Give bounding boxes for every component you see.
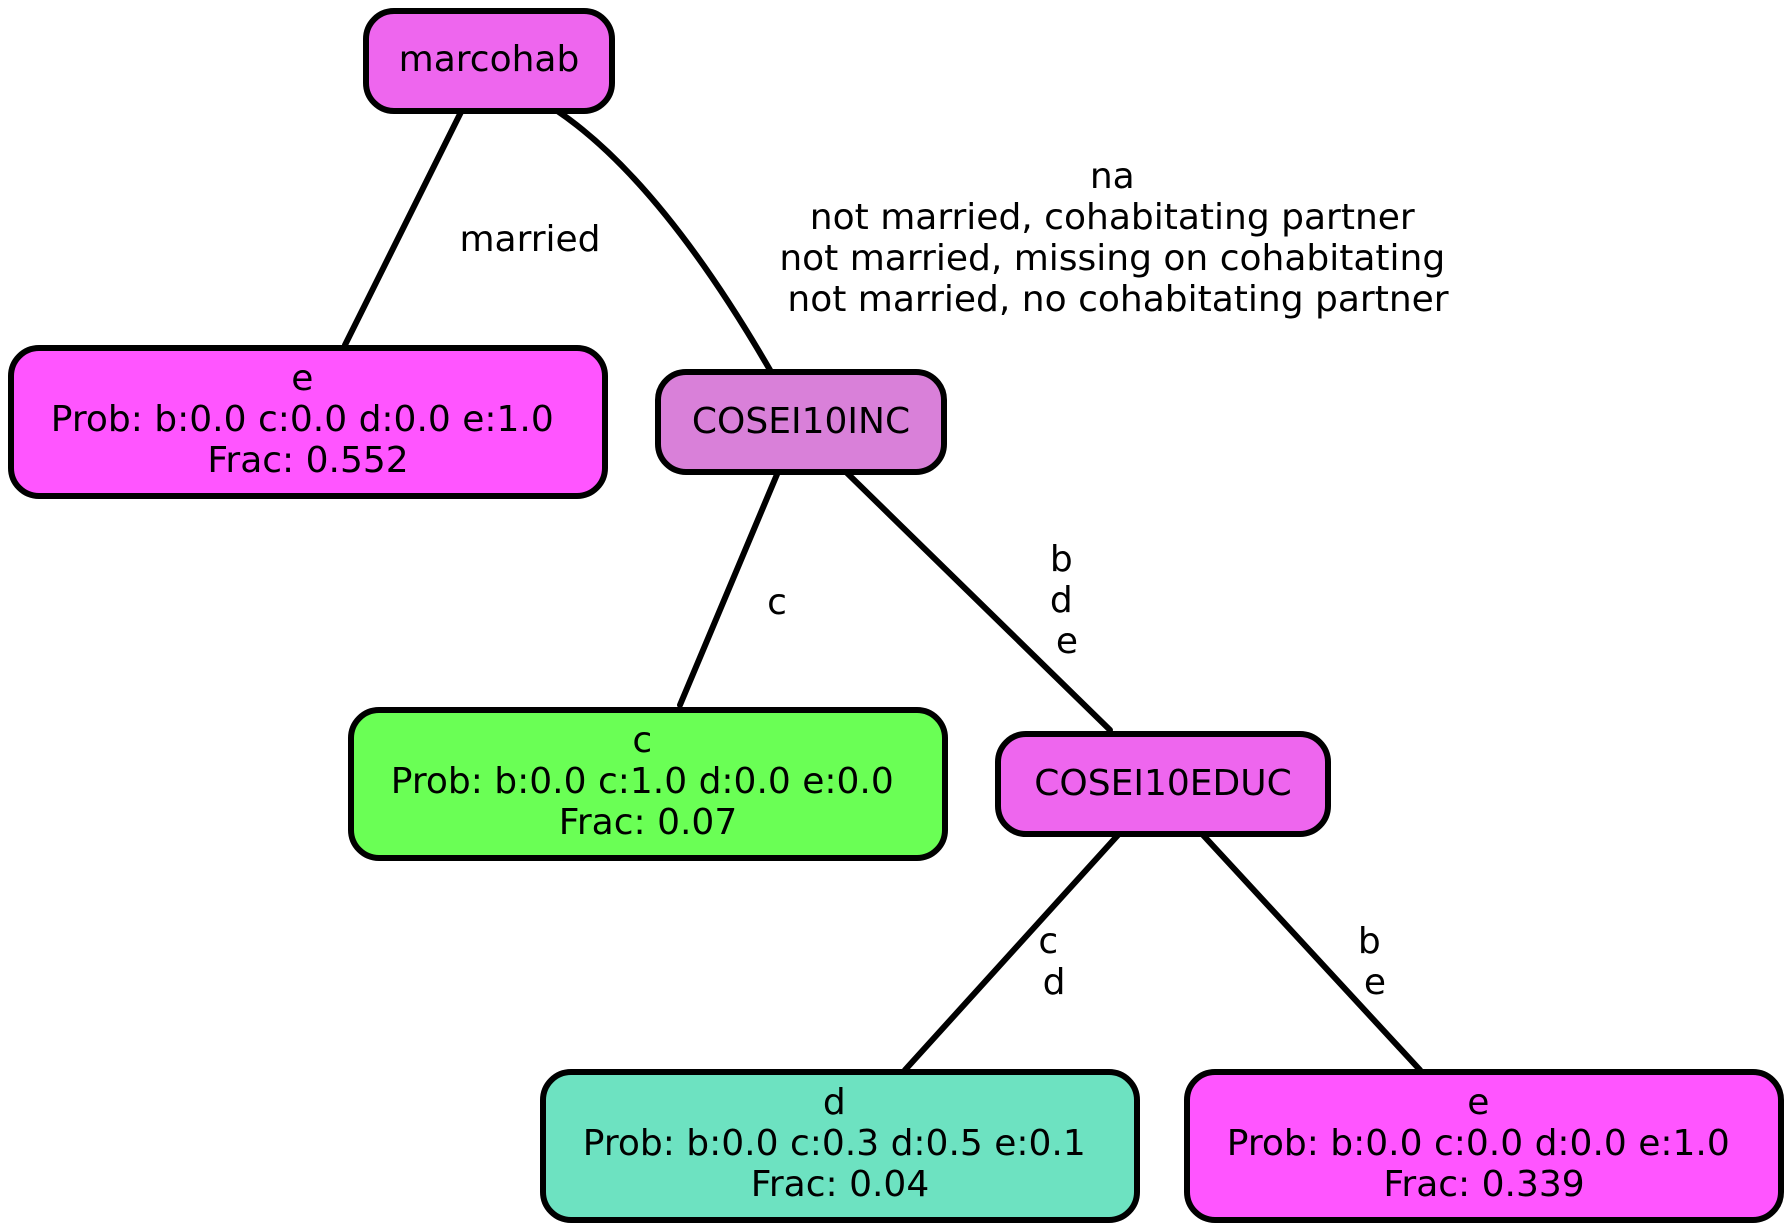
edge-label-line: c: [767, 582, 787, 623]
node-frac-line: Frac: 0.07: [559, 802, 737, 843]
node-box: [995, 731, 1331, 837]
edge-label-married: married: [459, 219, 600, 260]
node-box: [8, 345, 608, 499]
node-frac-line: Frac: 0.552: [207, 440, 408, 481]
edge-root-to-leaf-e1: [342, 107, 465, 348]
edge-label-line: b: [1358, 921, 1381, 962]
edge-labels: married na not married, cohabitating par…: [459, 156, 1456, 1003]
edge-label-c: c: [767, 582, 787, 623]
node-frac-line: Frac: 0.04: [751, 1164, 929, 1205]
edges: [342, 107, 1423, 1073]
node-cosei10educ: COSEI10EDUC: [995, 731, 1331, 837]
node-label: COSEI10EDUC: [1034, 763, 1291, 804]
node-class-line: e: [1467, 1082, 1489, 1123]
edge-label-line: na: [1090, 156, 1135, 197]
edge-label-line: not married, cohabitating partner: [810, 197, 1415, 238]
node-box: [348, 707, 948, 861]
edge-cosei10educ-to-leaf-d: [902, 832, 1121, 1073]
edge-label-line: d: [1050, 580, 1073, 621]
node-class-line: c: [632, 720, 652, 761]
node-label: e Prob: b:0.0 c:0.0 d:0.0 e:1.0 Frac: 0.…: [1227, 1082, 1742, 1205]
node-box: [540, 1069, 1140, 1223]
node-label: COSEI10INC: [692, 401, 910, 442]
node-prob-line: Prob: b:0.0 c:0.0 d:0.0 e:1.0: [1227, 1123, 1730, 1164]
node-label: marcohab: [399, 39, 580, 80]
edge-label-not-married: na not married, cohabitating partner not…: [779, 156, 1456, 320]
node-frac-line: Frac: 0.339: [1383, 1164, 1584, 1205]
edge-cosei10inc-to-cosei10educ: [843, 469, 1113, 733]
edge-label-line: b: [1050, 539, 1073, 580]
edge-label-line: d: [1043, 962, 1066, 1003]
edge-cosei10inc-to-leaf-c: [677, 469, 781, 708]
edge-label-line: e: [1364, 962, 1386, 1003]
node-leaf-e-married: e Prob: b:0.0 c:0.0 d:0.0 e:1.0 Frac: 0.…: [8, 345, 608, 499]
node-class-line: d: [823, 1082, 846, 1123]
node-cosei10inc: COSEI10INC: [655, 369, 947, 475]
node-leaf-d: d Prob: b:0.0 c:0.3 d:0.5 e:0.1 Frac: 0.…: [540, 1069, 1140, 1223]
edge-label-line: c: [1038, 921, 1058, 962]
edge-label-line: married: [459, 219, 600, 260]
node-box: [655, 369, 947, 475]
node-label: c Prob: b:0.0 c:1.0 d:0.0 e:0.0 Frac: 0.…: [391, 720, 906, 843]
edge-cosei10educ-to-leaf-e2: [1200, 832, 1423, 1073]
edge-label-line: not married, no cohabitating partner: [787, 279, 1448, 320]
node-label: d Prob: b:0.0 c:0.3 d:0.5 e:0.1 Frac: 0.…: [583, 1082, 1098, 1205]
node-leaf-c: c Prob: b:0.0 c:1.0 d:0.0 e:0.0 Frac: 0.…: [348, 707, 948, 861]
node-leaf-e-educ: e Prob: b:0.0 c:0.0 d:0.0 e:1.0 Frac: 0.…: [1184, 1069, 1784, 1223]
edge-label-line: not married, missing on cohabitating: [779, 238, 1445, 279]
node-prob-line: Prob: b:0.0 c:0.0 d:0.0 e:1.0: [51, 399, 554, 440]
node-marcohab: marcohab: [363, 8, 615, 114]
node-box: [363, 8, 615, 114]
node-prob-line: Prob: b:0.0 c:1.0 d:0.0 e:0.0: [391, 761, 894, 802]
edge-label-bde: b d e: [1050, 539, 1084, 662]
node-class-line: e: [291, 358, 313, 399]
node-box: [1184, 1069, 1784, 1223]
edge-root-to-cosei10inc: [553, 107, 773, 373]
edge-label-line: e: [1056, 621, 1078, 662]
edge-label-cd: c d: [1038, 921, 1069, 1003]
edge-label-be: b e: [1358, 921, 1392, 1003]
node-label: e Prob: b:0.0 c:0.0 d:0.0 e:1.0 Frac: 0.…: [51, 358, 566, 481]
node-prob-line: Prob: b:0.0 c:0.3 d:0.5 e:0.1: [583, 1123, 1086, 1164]
